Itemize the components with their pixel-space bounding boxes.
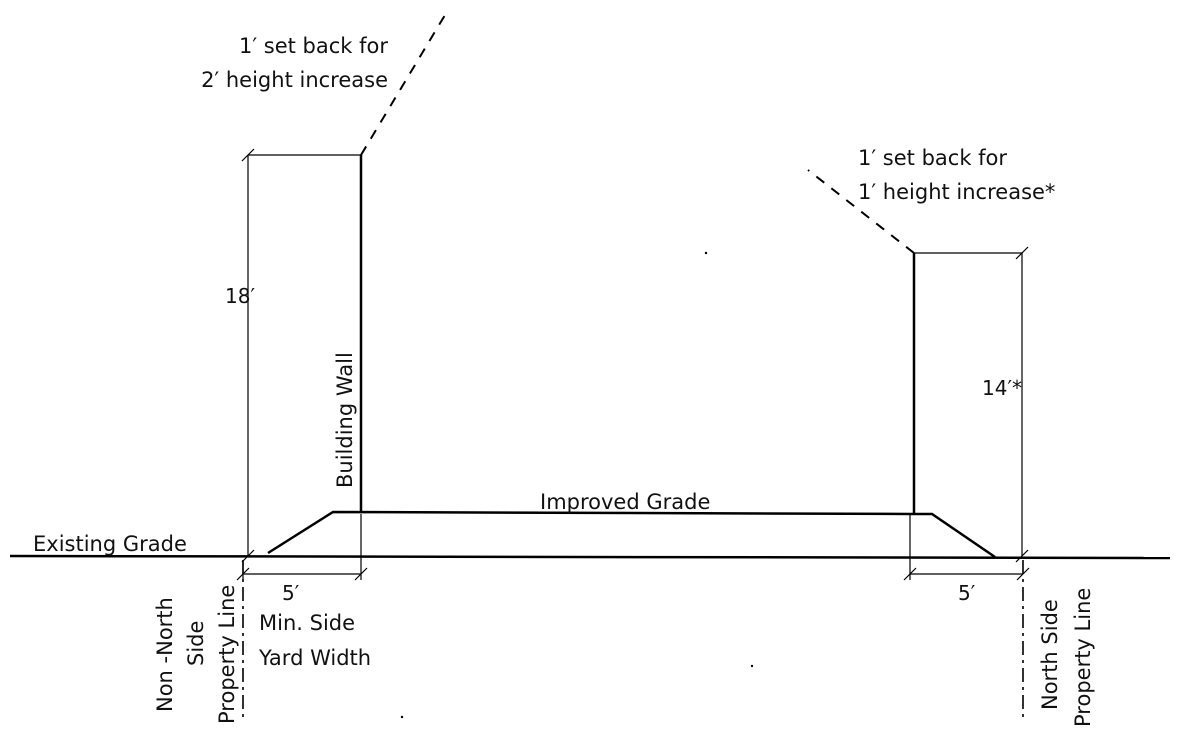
- right-width-right-tick: [1016, 567, 1030, 581]
- min-side-label-line1: Min. Side: [259, 611, 355, 635]
- north-label-line1: North Side: [1038, 599, 1062, 710]
- right-width-left-tick: [903, 567, 917, 581]
- left-width-right-tick: [354, 567, 368, 581]
- left-setback-label-line1: 1′ set back for: [239, 34, 388, 58]
- scan-speck: [704, 251, 708, 255]
- right-height-label: 14′*: [982, 376, 1022, 400]
- right-setback-label-line2: 1′ height increase*: [858, 180, 1055, 204]
- improved-grade-line: [267, 510, 996, 559]
- min-side-label-line2: Yard Width: [258, 646, 371, 670]
- left-setback-label-line2: 2′ height increase: [201, 68, 388, 92]
- non-north-label-line1: Non -North: [153, 597, 177, 712]
- scan-speck: [400, 715, 404, 719]
- left-width-label: 5′: [282, 581, 300, 605]
- existing-grade-label: Existing Grade: [33, 532, 187, 556]
- scan-speck: [750, 664, 754, 668]
- right-height-bottom-tick: [1015, 549, 1029, 563]
- right-width-label: 5′: [958, 581, 976, 605]
- left-width-left-tick: [236, 567, 250, 581]
- improved-grade-label: Improved Grade: [540, 490, 710, 514]
- building-wall-label: Building Wall: [333, 352, 357, 488]
- non-north-label-line2: Side: [184, 621, 208, 666]
- left-height-bottom-tick: [241, 549, 255, 563]
- left-setback-plane: [360, 14, 446, 156]
- right-setback-plane: [807, 169, 915, 254]
- left-height-top-tick: [241, 148, 255, 162]
- right-setback-label-line1: 1′ set back for: [858, 146, 1007, 170]
- existing-grade-line: [9, 554, 1171, 560]
- left-height-label: 18′: [225, 284, 255, 308]
- non-north-label-line3: Property Line: [215, 585, 239, 724]
- north-label-line2: Property Line: [1071, 588, 1095, 727]
- right-height-top-tick: [1015, 246, 1029, 260]
